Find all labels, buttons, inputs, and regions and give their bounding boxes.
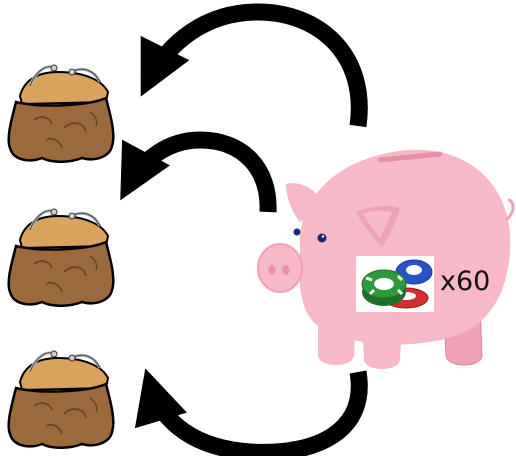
poker-chips-icon: [356, 256, 434, 312]
curved-arrow-icon-bottom: [134, 368, 368, 456]
piggy-bank-icon: [257, 149, 515, 369]
purse-icon-bottom: [7, 349, 115, 450]
curved-arrow-icon-middle: [120, 131, 277, 213]
purse-icon-top: [7, 63, 115, 164]
chip-count-label: x60: [440, 266, 491, 297]
curved-arrow-icon-top: [140, 3, 368, 128]
purse-icon-middle: [7, 207, 115, 308]
